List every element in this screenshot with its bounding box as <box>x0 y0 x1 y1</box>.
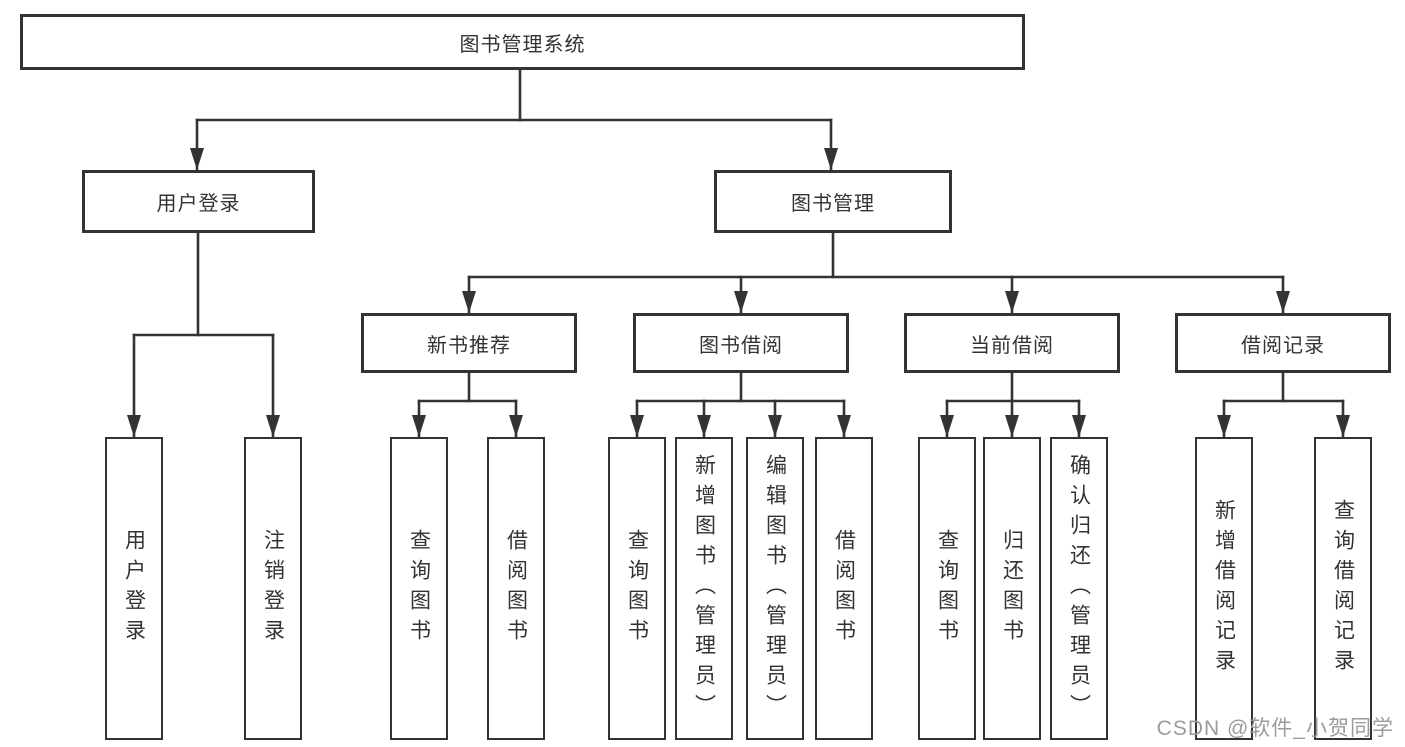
leaf-edit-books-admin: 编辑图书（管理员） <box>746 437 804 740</box>
node-new-book-recommend: 新书推荐 <box>361 313 577 373</box>
leaf-add-borrow-record: 新增借阅记录 <box>1195 437 1253 740</box>
leaf-query-borrow-record: 查询借阅记录 <box>1314 437 1372 740</box>
leaf-user-login: 用户登录 <box>105 437 163 740</box>
leaf-borrow-books: 借阅图书 <box>815 437 873 740</box>
node-root-library-system: 图书管理系统 <box>20 14 1025 70</box>
node-borrowing-records: 借阅记录 <box>1175 313 1391 373</box>
node-user-login-group: 用户登录 <box>82 170 315 233</box>
node-current-borrowing: 当前借阅 <box>904 313 1120 373</box>
leaf-current-query-books: 查询图书 <box>918 437 976 740</box>
csdn-watermark: CSDN @软件_小贺同学 <box>1156 717 1394 740</box>
leaf-recommend-borrow-books: 借阅图书 <box>487 437 545 740</box>
leaf-add-books-admin: 新增图书（管理员） <box>675 437 733 740</box>
leaf-return-books: 归还图书 <box>983 437 1041 740</box>
leaf-recommend-query-books: 查询图书 <box>390 437 448 740</box>
leaf-confirm-return-admin: 确认归还（管理员） <box>1050 437 1108 740</box>
leaf-borrowing-query-books: 查询图书 <box>608 437 666 740</box>
leaf-logout: 注销登录 <box>244 437 302 740</box>
node-book-management-group: 图书管理 <box>714 170 952 233</box>
node-book-borrowing: 图书借阅 <box>633 313 849 373</box>
